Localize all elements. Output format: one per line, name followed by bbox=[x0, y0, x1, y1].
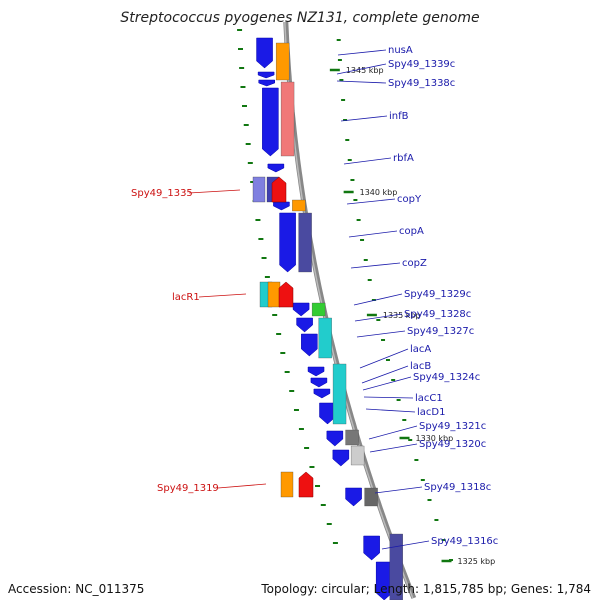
reverse-gene-arrow bbox=[298, 471, 314, 498]
label-leader-line bbox=[340, 115, 388, 122]
gene-label-right: lacD1 bbox=[417, 407, 445, 418]
forward-gene-arrow bbox=[363, 535, 380, 561]
forward-gene-arrow bbox=[292, 302, 310, 317]
forward-gene-arrow bbox=[307, 366, 325, 377]
gene-label-right: lacA bbox=[410, 344, 431, 355]
map-title: Streptococcus pyogenes NZ131, complete g… bbox=[120, 10, 480, 26]
label-leader-line bbox=[343, 157, 392, 165]
gene-label-right: Spy49_1338c bbox=[388, 78, 455, 89]
gene-label-right: rbfA bbox=[393, 153, 414, 164]
gene-class-block bbox=[311, 302, 326, 317]
label-leader-line bbox=[363, 396, 414, 399]
forward-gene-arrow bbox=[262, 87, 279, 157]
forward-gene-arrow bbox=[319, 402, 336, 425]
gene-label-right: Spy49_1320c bbox=[419, 439, 486, 450]
gene-label-right: Spy49_1321c bbox=[419, 421, 486, 432]
forward-gene-arrow bbox=[301, 333, 318, 357]
label-leader-line bbox=[368, 425, 418, 440]
reverse-gene-block bbox=[252, 176, 266, 203]
gene-class-block bbox=[364, 487, 378, 507]
forward-gene-arrow bbox=[256, 37, 273, 69]
gene-class-block bbox=[275, 42, 290, 81]
gene-label-right: copZ bbox=[402, 258, 427, 269]
gene-class-block bbox=[318, 317, 332, 359]
gene-label-right: Spy49_1328c bbox=[404, 309, 471, 320]
forward-gene-arrow bbox=[345, 487, 362, 507]
label-leader-line bbox=[217, 483, 267, 489]
gene-label-right: copY bbox=[397, 194, 422, 205]
scale-label: 1340 kbp bbox=[360, 188, 398, 197]
gene-class-block bbox=[292, 199, 306, 212]
forward-gene-arrow bbox=[326, 430, 344, 447]
scale-label: 1345 kbp bbox=[346, 66, 384, 75]
accession-text: Accession: NC_011375 bbox=[8, 582, 145, 596]
label-leader-line bbox=[337, 49, 387, 56]
label-leader-line bbox=[348, 230, 398, 238]
gene-label-right: Spy49_1339c bbox=[388, 59, 455, 70]
gene-class-block bbox=[350, 445, 365, 466]
forward-gene-arrow bbox=[279, 212, 296, 273]
summary-text: Topology: circular; Length: 1,815,785 bp… bbox=[261, 582, 591, 596]
gene-class-block bbox=[345, 429, 359, 446]
label-leader-line bbox=[354, 313, 403, 322]
forward-gene-arrow bbox=[273, 201, 290, 211]
label-leader-line bbox=[374, 486, 423, 494]
gene-features bbox=[252, 37, 403, 600]
reverse-gene-arrow bbox=[271, 176, 287, 203]
forward-gene-arrow bbox=[267, 163, 285, 173]
gene-label-right: copA bbox=[399, 226, 424, 237]
gene-label-right: lacB bbox=[410, 361, 431, 372]
gene-label-right: Spy49_1316c bbox=[431, 536, 498, 547]
gene-label-right: Spy49_1329c bbox=[404, 289, 471, 300]
label-leader-line bbox=[346, 198, 396, 205]
label-leader-line bbox=[361, 365, 409, 384]
forward-gene-arrow bbox=[257, 71, 275, 79]
reverse-gene-block bbox=[280, 471, 294, 498]
label-leader-line bbox=[188, 189, 241, 194]
label-leader-line bbox=[365, 408, 416, 413]
label-leader-line bbox=[369, 443, 418, 453]
gene-label-right: nusA bbox=[388, 45, 413, 56]
gene-class-block bbox=[332, 363, 347, 425]
gene-class-block bbox=[298, 212, 312, 273]
gene-label-left: Spy49_1319 bbox=[157, 483, 219, 494]
forward-gene-arrow bbox=[375, 561, 393, 600]
gene-label-right: infB bbox=[389, 111, 409, 122]
gene-label-right: Spy49_1327c bbox=[407, 326, 474, 337]
scale-label: 1325 kbp bbox=[458, 557, 496, 566]
reverse-gene-block bbox=[267, 281, 281, 308]
label-leader-line bbox=[359, 348, 409, 369]
gene-class-block bbox=[389, 533, 403, 600]
label-leader-line bbox=[353, 293, 403, 306]
scale-label: 1335 kbp bbox=[383, 311, 421, 320]
scale-label: 1330 kbp bbox=[416, 434, 454, 443]
forward-gene-arrow bbox=[313, 388, 331, 399]
label-leader-line bbox=[381, 540, 430, 550]
gene-label-right: Spy49_1318c bbox=[424, 482, 491, 493]
label-leader-line bbox=[350, 262, 401, 269]
label-leader-line bbox=[336, 63, 387, 75]
label-leader-line bbox=[198, 293, 247, 298]
forward-gene-arrow bbox=[332, 449, 350, 467]
forward-gene-arrow bbox=[310, 377, 328, 388]
gene-class-block bbox=[280, 81, 295, 157]
forward-gene-arrow bbox=[258, 79, 275, 87]
reverse-gene-arrow bbox=[278, 281, 294, 308]
forward-gene-arrow bbox=[296, 317, 313, 333]
label-leader-line bbox=[336, 80, 387, 84]
label-leader-line bbox=[356, 330, 406, 338]
gene-label-left: Spy49_1335 bbox=[131, 188, 193, 199]
gene-label-right: lacC1 bbox=[415, 393, 443, 404]
gene-label-right: Spy49_1324c bbox=[413, 372, 480, 383]
label-leader-line bbox=[362, 376, 412, 391]
gene-label-left: lacR1 bbox=[172, 292, 200, 303]
